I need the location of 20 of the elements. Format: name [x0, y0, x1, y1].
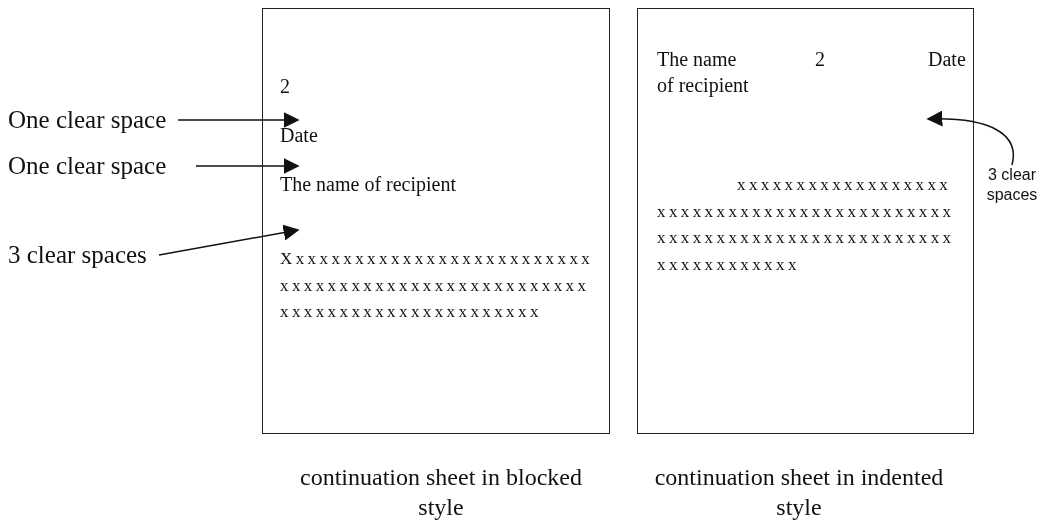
sheet-caption: continuation sheet in blocked style [299, 463, 583, 522]
letter-text: Date [928, 47, 966, 72]
annotation-label: One clear space [8, 106, 167, 134]
placeholder-text: Xxxxxxxxxxxxxxxxxxxxxxxxxx xxxxxxxxxxxxxxxxxxxxxxxxxx xxxxxxxxxxxxxxxxxxxxxx [280, 248, 595, 323]
annotation-label: One clear space [8, 152, 167, 180]
letter-text: The name of recipient [280, 172, 457, 197]
arrow [926, 110, 1014, 166]
letter-text: Date [280, 123, 318, 148]
annotation-label: 3 clear spaces [977, 165, 1047, 205]
sheet-caption: continuation sheet in indented style [653, 463, 945, 522]
annotation-label: 3 clear spaces [8, 241, 147, 269]
arrow [158, 224, 300, 256]
letter-text: The name of recipient [657, 47, 750, 98]
arrow [177, 112, 300, 128]
page-sheet [262, 8, 610, 434]
page-sheet [637, 8, 974, 434]
letter-text: 2 [815, 47, 825, 72]
placeholder-text: xxxxxxxxxxxxxxxxxx xxxxxxxxxxxxxxxxxxxxxxxxx xxxxxxxxxxxxxxxxxxxxxxxxx xxxxxxxxxxxx [657, 174, 956, 276]
letter-text: 2 [280, 74, 290, 99]
arrow [195, 158, 300, 174]
